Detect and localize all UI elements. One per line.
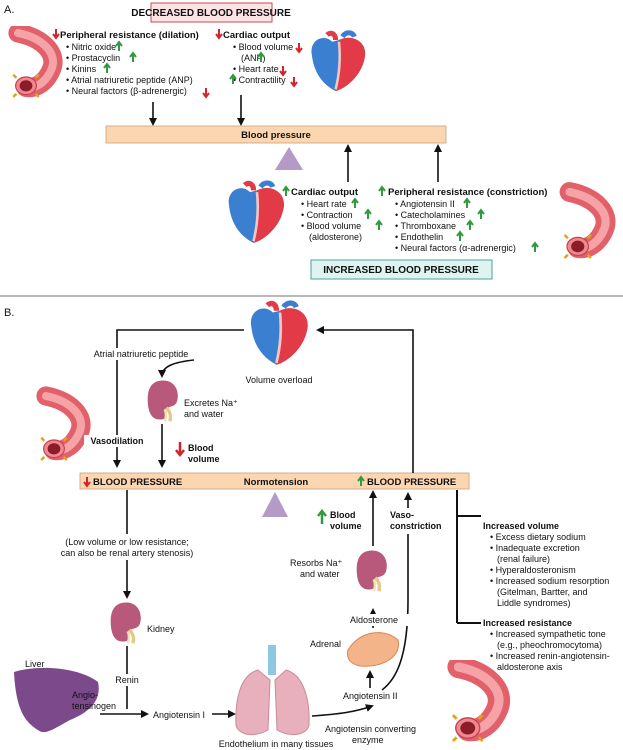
kidney-icon xyxy=(146,378,180,422)
angiotensinogen-2: tensinogen xyxy=(72,701,116,711)
constriction-item: • Catecholamines xyxy=(395,210,466,220)
constriction-item: • Angiotensin II xyxy=(395,199,455,209)
dilation-item: • Nitric oxide xyxy=(66,42,116,52)
increased-volume-item: (renal failure) xyxy=(497,554,550,564)
normotension-label: Normotension xyxy=(244,477,309,488)
fulcrum-triangle xyxy=(275,147,303,170)
increased-volume-item: • Inadequate excretion xyxy=(490,543,580,553)
volume-overload-label: Volume overload xyxy=(245,375,312,385)
green-up-arrow-icon xyxy=(357,475,365,486)
liver-label: Liver xyxy=(25,659,45,669)
blood-volume-label-1: Blood xyxy=(188,443,214,453)
red-down-arrow-icon xyxy=(175,442,185,458)
vaso-label-1: Vaso- xyxy=(390,510,414,520)
high-bp-label: BLOOD PRESSURE xyxy=(367,477,456,488)
anp-label: Atrial natriuretic peptide xyxy=(94,349,189,359)
green-up-arrow-icon xyxy=(317,508,327,524)
red-down-arrow-icon xyxy=(83,477,91,488)
endothelium-label: Endothelium in many tissues xyxy=(219,739,334,749)
increased-volume-item: • Excess dietary sodium xyxy=(490,532,586,542)
vessel-icon xyxy=(41,396,81,460)
increased-volume-item: • Hyperaldosteronism xyxy=(490,565,576,575)
increased-volume-heading: Increased volume xyxy=(483,521,559,531)
vessel-constricted-icon xyxy=(453,667,499,741)
angiotensinogen-1: Angio- xyxy=(72,690,98,700)
constriction-item: • Endothelin xyxy=(395,232,443,242)
blood-volume-b-2: volume xyxy=(330,521,362,531)
fulcrum-triangle xyxy=(262,492,288,517)
heart-icon xyxy=(251,303,308,365)
increased-resistance-item: aldosterone axis xyxy=(497,662,563,672)
indicator-arrows-a2 xyxy=(282,185,539,252)
increased-resistance-heading: Increased resistance xyxy=(483,618,572,628)
blood-pressure-label: Blood pressure xyxy=(241,130,311,141)
low-volume-line-2: can also be renal artery stenosis) xyxy=(61,548,194,558)
increased-volume-item: (Gitelman, Bartter, and xyxy=(497,587,588,597)
increased-resistance-item: • Increased renin-angiotensin- xyxy=(490,651,610,661)
cardiac-up-item: • Contraction xyxy=(301,210,353,220)
resorbs-label-1: Resorbs Na⁺ xyxy=(290,558,343,568)
cardiac-down-item: (ANP) xyxy=(241,53,266,63)
cardiac-up-item: • Heart rate xyxy=(301,199,347,209)
increased-volume-item: • Increased sodium resorption xyxy=(490,576,609,586)
resorbs-label-2: and water xyxy=(300,569,340,579)
heart-icon xyxy=(229,183,284,243)
lungs-icon xyxy=(235,645,310,736)
cardiac-down-item: • Blood volume xyxy=(233,42,293,52)
dilation-item: • Kinins xyxy=(66,64,97,74)
indicator-arrows-a xyxy=(52,29,303,99)
cardiac-up-heading: Cardiac output xyxy=(291,187,359,198)
adrenal-icon xyxy=(347,632,400,667)
dilation-item: • Prostacyclin xyxy=(66,53,120,63)
ace-label-2: enzyme xyxy=(352,735,384,745)
increased-volume-item: Liddle syndromes) xyxy=(497,598,571,608)
excretes-label-2: and water xyxy=(184,409,224,419)
aldosterone-label: Aldosterone xyxy=(350,615,398,625)
dilation-item: • Neural factors (β-adrenergic) xyxy=(66,86,187,96)
panel-b-label: B. xyxy=(4,307,14,319)
liver-icon xyxy=(14,667,99,733)
renin-label: Renin xyxy=(115,675,139,685)
increased-resistance-item: • Increased sympathetic tone xyxy=(490,629,606,639)
dilation-item: • Atrial natriuretic peptide (ANP) xyxy=(66,75,193,85)
decreased-bp-title: DECREASED BLOOD PRESSURE xyxy=(131,8,291,19)
increased-bp-title: INCREASED BLOOD PRESSURE xyxy=(323,265,479,276)
bp-bar-b xyxy=(79,472,470,490)
vasodilation-label: Vasodilation xyxy=(90,436,143,446)
constriction-heading: Peripheral resistance (constriction) xyxy=(388,187,547,198)
cardiac-down-item: • Contractility xyxy=(233,75,286,85)
vaso-label-2: constriction xyxy=(390,521,442,531)
cardiac-down-item: • Heart rate xyxy=(233,64,279,74)
low-volume-line-1: (Low volume or low resistance; xyxy=(65,537,189,547)
blood-volume-label-2: volume xyxy=(188,454,220,464)
blood-volume-b-1: Blood xyxy=(330,510,356,520)
kidney-icon xyxy=(109,600,143,644)
adrenal-label: Adrenal xyxy=(310,639,341,649)
ace-label-1: Angiotensin converting xyxy=(325,724,416,734)
increased-resistance-item: (e.g., pheochromocytoma) xyxy=(497,640,602,650)
blood-pressure-bar xyxy=(105,125,447,144)
constriction-item: • Neural factors (α-adrenergic) xyxy=(395,243,516,253)
angiotensin-1-label: Angiotensin I xyxy=(153,710,205,720)
increased-bp-box xyxy=(310,259,493,280)
vessel-dilated-icon xyxy=(13,33,53,97)
kidney-label: Kidney xyxy=(147,624,175,634)
cardiac-down-heading: Cardiac output xyxy=(223,30,291,41)
kidney-icon xyxy=(355,548,389,592)
excretes-label-1: Excretes Na⁺ xyxy=(184,398,238,408)
heart-icon xyxy=(312,33,366,91)
panel-a-label: A. xyxy=(4,4,14,16)
constriction-item: • Thromboxane xyxy=(395,221,456,231)
dilation-heading: Peripheral resistance (dilation) xyxy=(60,30,199,41)
cardiac-up-item: • Blood volume xyxy=(301,221,361,231)
decreased-bp-box xyxy=(150,2,273,23)
angiotensin-2-label: Angiotensin II xyxy=(343,691,398,701)
cardiac-up-item: (aldosterone) xyxy=(309,232,362,242)
low-bp-label: BLOOD PRESSURE xyxy=(93,477,182,488)
vessel-constricted-icon xyxy=(565,192,606,258)
